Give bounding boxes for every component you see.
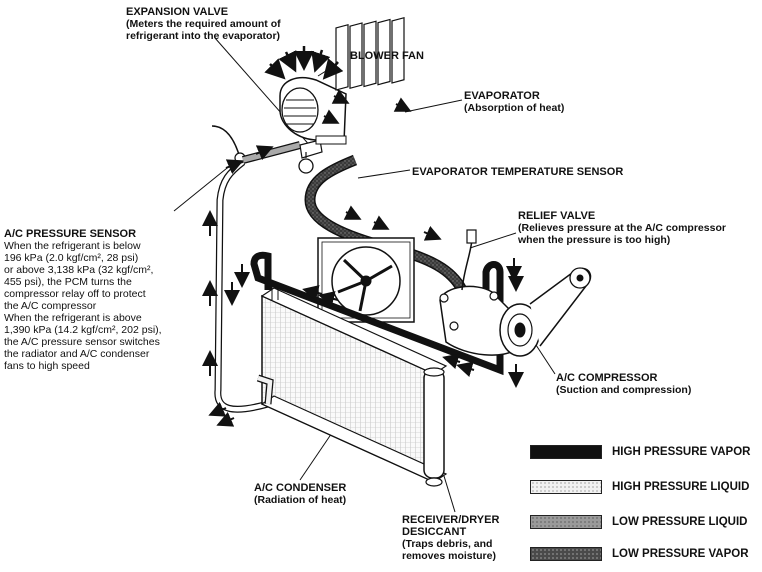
pressure-sensor-line: or above 3,138 kPa (32 kgf/cm², [4, 264, 154, 276]
compressor-title: A/C COMPRESSOR [556, 372, 658, 384]
pressure-sensor-line: the A/C pressure sensor switches [4, 336, 160, 348]
legend-item-low-pressure-liquid: LOW PRESSURE LIQUID [530, 512, 760, 534]
liquid-line [256, 374, 274, 405]
compressor-label: A/C COMPRESSOR (Suction and compression) [556, 372, 691, 396]
flow-arrows [202, 89, 524, 427]
legend-swatch [530, 515, 602, 529]
pressure-sensor-line: the A/C compressor [4, 300, 97, 312]
blower-fan-title: BLOWER FAN [350, 50, 424, 62]
evaporator-temp-sensor-title: EVAPORATOR TEMPERATURE SENSOR [412, 166, 624, 178]
expansion-valve-desc-1: (Meters the required amount of [126, 18, 281, 30]
pressure-sensor-line: When the refrigerant is above [4, 312, 142, 324]
pressure-sensor-line: 455 psi), the PCM turns the [4, 276, 132, 288]
compressor-desc: (Suction and compression) [556, 384, 692, 396]
discharge-line [250, 251, 504, 376]
legend-swatch [530, 445, 602, 459]
condenser-desc: (Radiation of heat) [254, 494, 347, 506]
pressure-sensor-line: When the refrigerant is below [4, 240, 141, 252]
receiver-dryer-title: RECEIVER/DRYER [402, 514, 500, 526]
desiccant-title: DESICCANT [402, 526, 467, 538]
evaporator-label: EVAPORATOR (Absorption of heat) [464, 90, 564, 114]
legend-item-low-pressure-vapor: LOW PRESSURE VAPOR [530, 544, 760, 566]
condenser-title: A/C CONDENSER [254, 482, 347, 494]
expansion-valve-label: EXPANSION VALVE (Meters the required amo… [126, 6, 281, 42]
evaporator-desc: (Absorption of heat) [464, 102, 565, 114]
legend-item-high-pressure-liquid: HIGH PRESSURE LIQUID [530, 477, 760, 499]
pressure-sensor-line: the radiator and A/C condenser [4, 348, 150, 360]
receiver-dryer [423, 367, 445, 487]
expansion-valve-desc-2: refrigerant into the evaporator) [126, 30, 281, 42]
legend-swatch [530, 480, 602, 494]
legend-label: LOW PRESSURE VAPOR [612, 548, 749, 560]
pressure-sensor-label: A/C PRESSURE SENSOR When the refrigerant… [4, 228, 204, 372]
pressure-sensor-line [211, 125, 269, 413]
relief-valve-connector [461, 229, 477, 291]
legend-label: HIGH PRESSURE LIQUID [612, 481, 750, 493]
legend-label: LOW PRESSURE LIQUID [612, 516, 748, 528]
receiver-dryer-desc-1: (Traps debris, and [402, 538, 493, 550]
compressor [439, 267, 592, 357]
airflow-arrows [264, 46, 344, 80]
pressure-sensor-line: compressor relay off to protect [4, 288, 146, 300]
condenser [260, 284, 448, 484]
blower-fan-label: BLOWER FAN [350, 50, 424, 62]
legend-label: HIGH PRESSURE VAPOR [612, 446, 751, 458]
evaporator-title: EVAPORATOR [464, 90, 540, 102]
relief-valve-label: RELIEF VALVE (Relieves pressure at the A… [518, 210, 726, 246]
pressure-sensor-line: fans to high speed [4, 360, 90, 372]
evap-inlet-line [241, 141, 302, 164]
condenser-label: A/C CONDENSER (Radiation of heat) [254, 482, 346, 506]
receiver-dryer-label: RECEIVER/DRYER DESICCANT (Traps debris, … [402, 514, 499, 562]
relief-valve-desc-2: when the pressure is too high) [518, 234, 671, 246]
receiver-dryer-desc-2: removes moisture) [402, 550, 496, 562]
pressure-sensor-title: A/C PRESSURE SENSOR [4, 228, 137, 240]
expansion-valve-title: EXPANSION VALVE [126, 6, 229, 18]
legend-item-high-pressure-vapor: HIGH PRESSURE VAPOR [530, 442, 760, 464]
suction-line [304, 154, 467, 293]
relief-valve-title: RELIEF VALVE [518, 210, 596, 222]
relief-valve-desc-1: (Relieves pressure at the A/C compressor [518, 222, 726, 234]
pressure-sensor-line: 1,390 kPa (14.2 kgf/cm², 202 psi), [4, 324, 162, 336]
blower-fan [279, 76, 347, 143]
expansion-valve [298, 135, 347, 174]
legend-swatch [530, 547, 602, 561]
evaporator-temp-sensor-label: EVAPORATOR TEMPERATURE SENSOR [412, 166, 623, 178]
pressure-sensor-line: 196 kPa (2.0 kgf/cm², 28 psi) [4, 252, 139, 264]
